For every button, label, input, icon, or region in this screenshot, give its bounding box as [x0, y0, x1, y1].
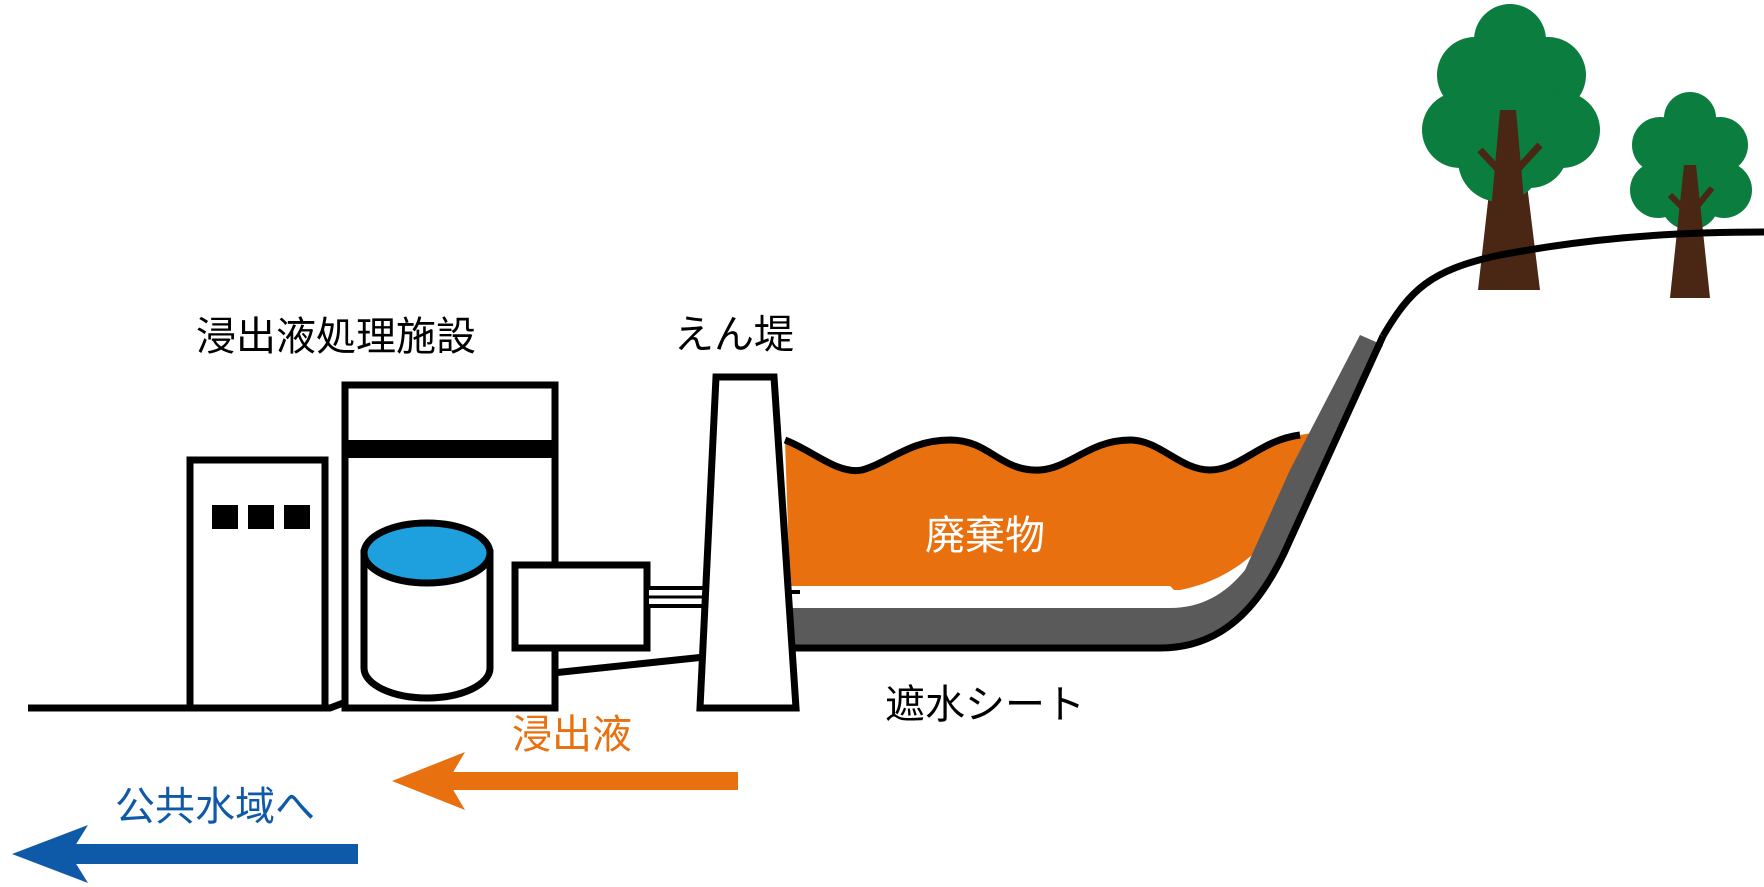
- arrow-left-icon: [392, 752, 738, 810]
- arrow-left-icon: [12, 825, 358, 883]
- tree-icon: [1630, 92, 1752, 298]
- embankment: [696, 373, 800, 712]
- waste-surface: [783, 431, 1301, 475]
- pump-box: [511, 561, 651, 652]
- liner-sheet: [790, 335, 1383, 648]
- liner-outline: [790, 334, 1387, 652]
- label-leachate: 浸出液: [512, 712, 632, 758]
- pipe: [645, 586, 707, 608]
- label-public-waters: 公共水域へ: [115, 784, 315, 830]
- hill-outline: [1379, 228, 1764, 338]
- label-waste: 廃棄物: [925, 513, 1045, 559]
- drainage-layer: [790, 586, 1182, 598]
- label-embankment: えん堤: [674, 312, 794, 358]
- tree-icon: [1422, 4, 1600, 290]
- label-facility: 浸出液処理施設: [196, 314, 476, 360]
- water-tank-icon: [360, 519, 494, 702]
- label-liner: 遮水シート: [885, 682, 1085, 728]
- building-icon: [186, 456, 329, 712]
